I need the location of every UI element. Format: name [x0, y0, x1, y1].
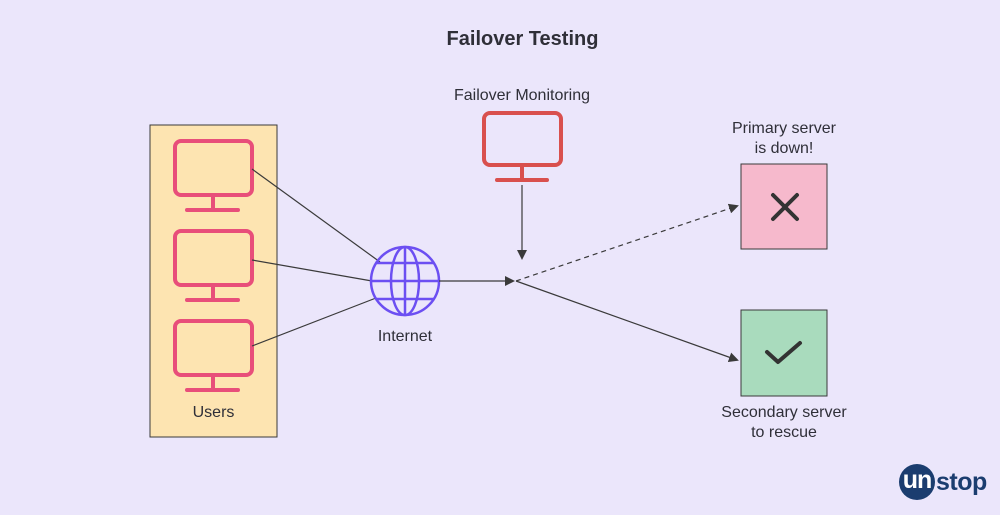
connector-line: [251, 297, 377, 347]
secondary-server-label-line-1: Secondary server: [721, 404, 847, 421]
connector-line: [251, 168, 381, 263]
cross-icon: [771, 193, 799, 221]
unstop-logo: un stop: [899, 462, 987, 502]
diagram-title: Failover Testing: [446, 28, 599, 50]
primary-server-label-line-2: is down!: [754, 140, 814, 157]
failover-monitoring-label: Failover Monitoring: [453, 87, 591, 104]
monitor-icon: [482, 111, 563, 182]
monitor-icon: [173, 139, 254, 212]
failover-route-arrow: [515, 280, 739, 363]
primary-server-label-line-1: Primary server: [731, 120, 836, 137]
check-icon: [765, 341, 802, 364]
monitor-icon: [173, 319, 254, 392]
secondary-server-label: Secondary server to rescue: [694, 403, 874, 443]
failed-route-arrow: [515, 203, 739, 282]
secondary-server-box: [740, 309, 828, 397]
logo-wordmark: stop: [936, 467, 987, 496]
connector-line: [251, 259, 373, 282]
secondary-server-label-line-2: to rescue: [751, 424, 817, 441]
logo-badge: un: [899, 464, 935, 500]
primary-server-label: Primary server is down!: [699, 119, 869, 159]
globe-icon: [369, 245, 441, 317]
users-label: Users: [192, 404, 235, 421]
monitor-icon: [173, 229, 254, 302]
internet-label: Internet: [377, 328, 433, 345]
